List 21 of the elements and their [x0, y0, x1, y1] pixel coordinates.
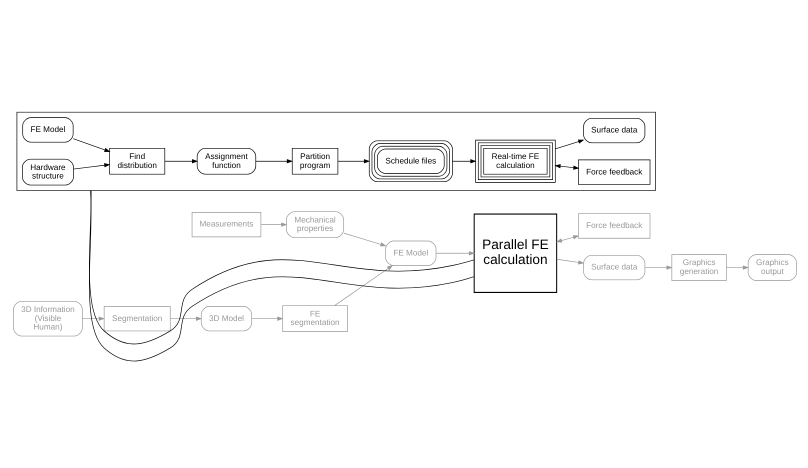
- arrow: [554, 164, 580, 170]
- arrow: [256, 159, 293, 164]
- arrow: [334, 265, 394, 306]
- arrow: [644, 265, 673, 270]
- node-box: Parallel FE calculation: [474, 214, 558, 293]
- arrow: [556, 258, 584, 264]
- arrow: [338, 159, 370, 164]
- arrow: [73, 138, 110, 152]
- arrow: [436, 251, 476, 256]
- arrow: [164, 159, 198, 164]
- arrow: [252, 316, 284, 321]
- arrow: [82, 316, 105, 321]
- arrow: [343, 232, 387, 246]
- arrow: [260, 222, 288, 227]
- cluster: [16, 112, 656, 191]
- arrow: [452, 159, 476, 164]
- arrow: [73, 163, 110, 170]
- arrow: [556, 235, 580, 243]
- arrow: [170, 316, 202, 321]
- arrow: [726, 265, 749, 270]
- arrow: [555, 140, 584, 150]
